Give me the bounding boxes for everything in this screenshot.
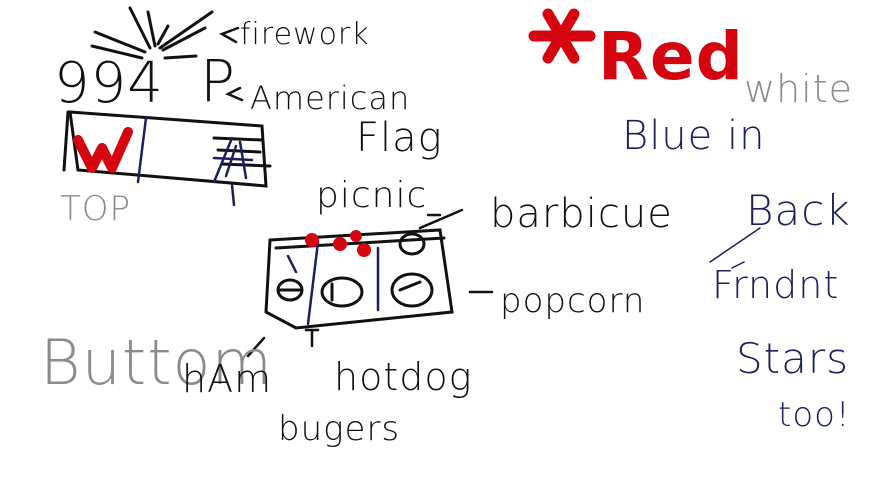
word-back: Back bbox=[746, 186, 851, 235]
word-firework: firework bbox=[240, 17, 370, 52]
arrow-strokes bbox=[219, 26, 494, 348]
word-flag: Flag bbox=[356, 115, 443, 161]
flag-sketch bbox=[62, 110, 272, 188]
word-top: TOP bbox=[60, 189, 132, 229]
word-too: too! bbox=[778, 395, 851, 435]
red-star-mark bbox=[528, 8, 596, 64]
word-barbicue: barbicue bbox=[490, 191, 673, 237]
word-picnic: picnic bbox=[316, 175, 428, 216]
word-bugers: bugers bbox=[278, 409, 401, 449]
word-popcorn: popcorn bbox=[500, 281, 646, 321]
right-connectors bbox=[709, 227, 761, 269]
word-american: American bbox=[250, 79, 411, 117]
word-p: P bbox=[200, 47, 236, 115]
word-white: white bbox=[744, 67, 853, 111]
basket-navy-lines bbox=[286, 240, 380, 326]
flag-red-w bbox=[73, 127, 133, 173]
word-frndnt: Frndnt bbox=[712, 263, 840, 307]
word-hotdog: hotdog bbox=[334, 355, 473, 399]
basket-red-dots bbox=[305, 230, 371, 257]
word-ham: hAm bbox=[182, 357, 273, 401]
word-stars: Stars bbox=[736, 334, 850, 383]
picnic-basket bbox=[264, 228, 454, 330]
word-blue-in: Blue in bbox=[622, 113, 766, 159]
ham-arrow-strokes bbox=[246, 336, 266, 358]
word-buttom: Buttom bbox=[40, 326, 273, 399]
word-number: 994 bbox=[54, 51, 164, 116]
word-red: Red bbox=[598, 18, 744, 95]
firework-burst bbox=[90, 6, 214, 60]
flag-navy-stars bbox=[136, 116, 254, 207]
